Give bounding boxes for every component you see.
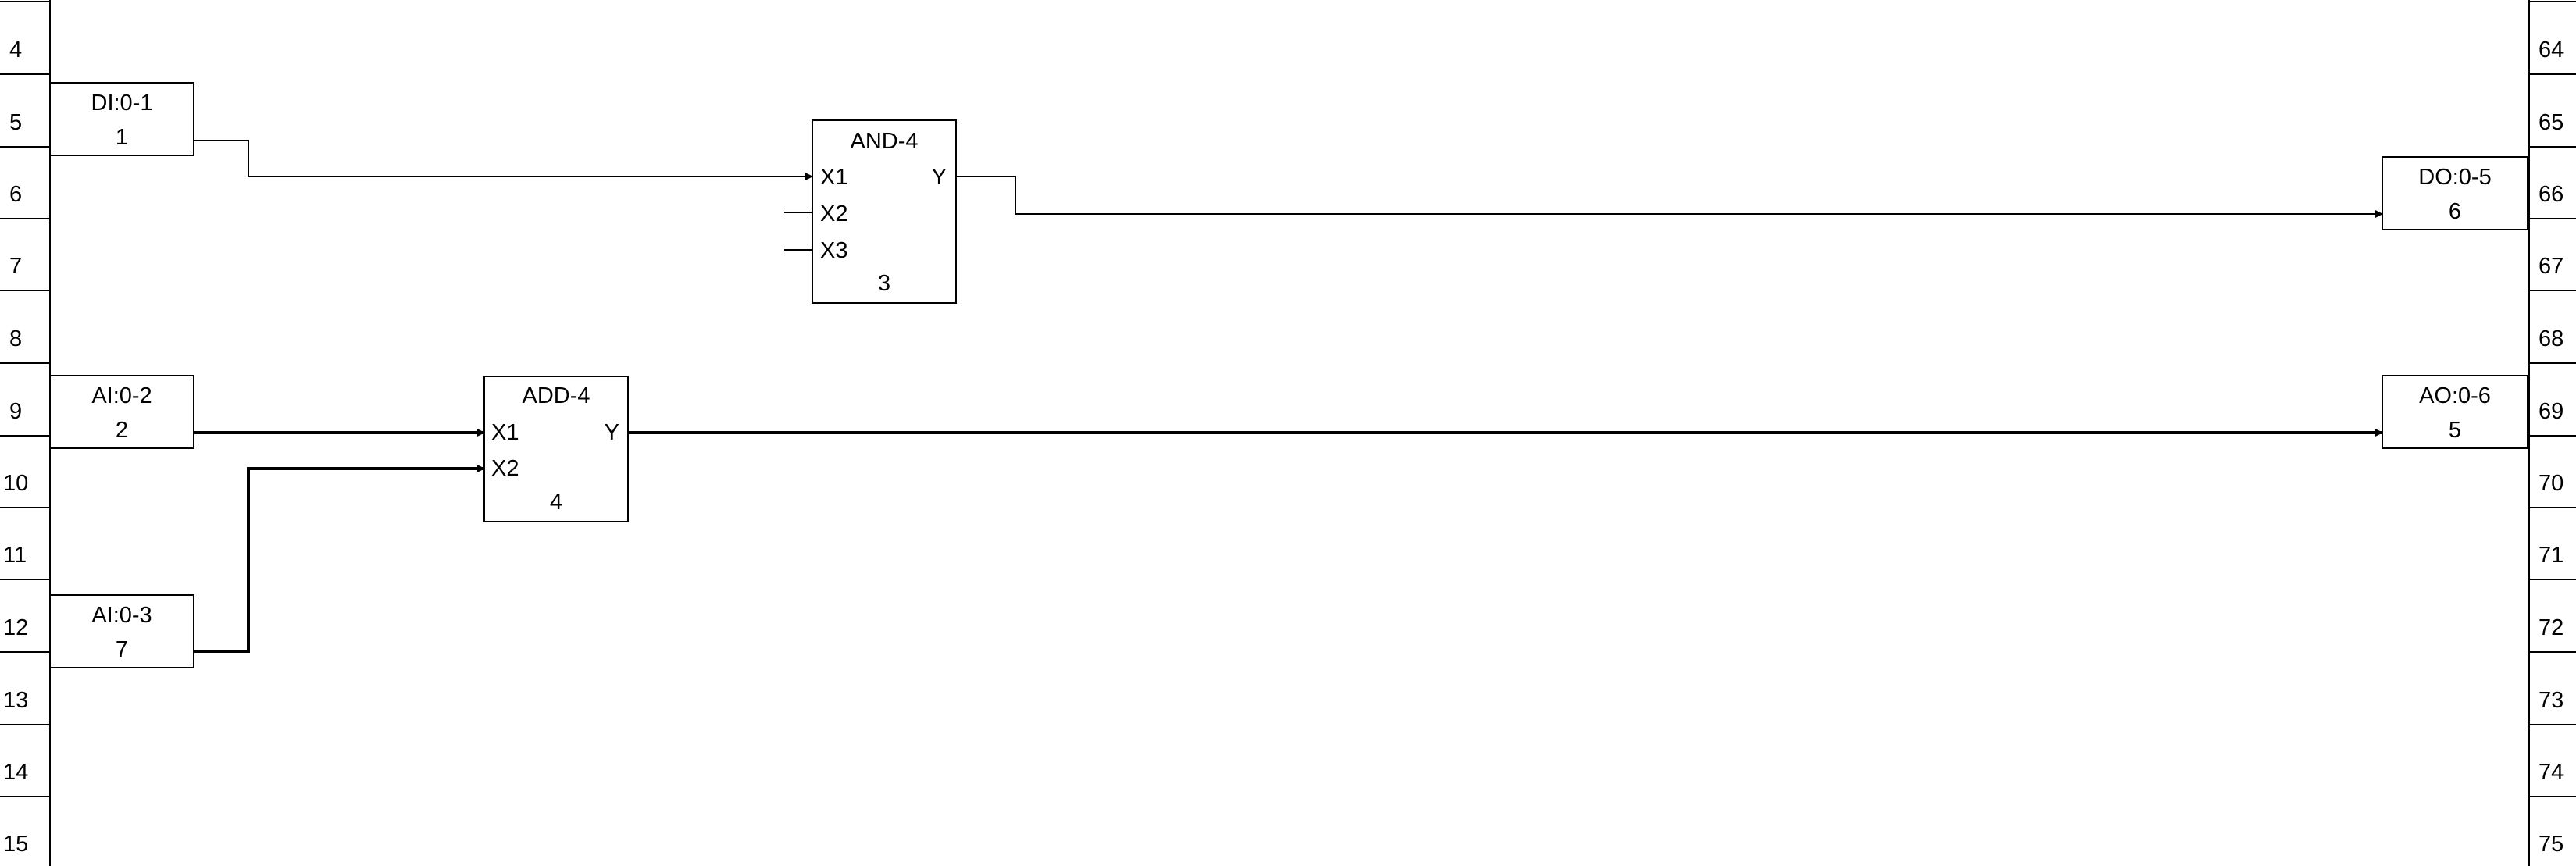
input-pin-label: X2: [820, 201, 847, 226]
row-number-right: 64: [2539, 37, 2564, 62]
row-number-right: 66: [2539, 182, 2564, 207]
block-title: ADD-4: [522, 383, 590, 408]
input-pin-label: X2: [491, 456, 519, 481]
output-tag-do-0-5[interactable]: DO:0-5 6: [2382, 156, 2528, 230]
block-number: 3: [878, 271, 890, 296]
tag-name: AO:0-6: [2419, 383, 2491, 408]
tag-number: 2: [116, 418, 128, 443]
block-number: 4: [550, 490, 562, 515]
row-number-left: 15: [3, 832, 28, 857]
row-number-left: 5: [9, 110, 22, 135]
row-number-right: 75: [2539, 832, 2564, 857]
tag-name: DI:0-1: [91, 91, 153, 116]
output-tag-ao-0-6[interactable]: AO:0-6 5: [2382, 375, 2528, 449]
left-row-rail: 4 5 6 7 8 9 10 11 12 13 14 15: [0, 0, 51, 866]
block-title: AND-4: [850, 129, 918, 154]
input-pin-label: X1: [491, 420, 519, 445]
row-number-left: 4: [9, 37, 22, 62]
tag-name: DO:0-5: [2418, 165, 2491, 190]
tag-number: 7: [116, 637, 128, 662]
input-tag-di-0-1[interactable]: DI:0-1 1: [49, 82, 194, 156]
and-4-block[interactable]: AND-4 X1 X2 X3 Y 3: [784, 119, 957, 304]
input-tag-ai-0-2[interactable]: AI:0-2 2: [49, 375, 194, 449]
row-number-left: 8: [9, 326, 22, 351]
tag-name: AI:0-2: [91, 383, 152, 408]
row-number-right: 65: [2539, 110, 2564, 135]
row-number-left: 12: [3, 615, 28, 640]
row-number-right: 68: [2539, 326, 2564, 351]
add-4-block[interactable]: ADD-4 X1 X2 Y 4: [483, 376, 629, 522]
row-number-right: 74: [2539, 760, 2564, 785]
row-number-right: 70: [2539, 471, 2564, 496]
tag-number: 5: [2449, 418, 2461, 443]
row-number-right: 67: [2539, 254, 2564, 279]
output-pin-label: Y: [932, 165, 947, 190]
input-pin-label: X3: [820, 238, 847, 263]
wire-ai-0-3-to-add-x2[interactable]: [194, 465, 485, 653]
row-number-left: 11: [3, 543, 27, 568]
tag-number: 1: [116, 125, 128, 150]
wire-and-y-to-do-0-5[interactable]: [956, 176, 2383, 218]
input-pin-label: X1: [820, 165, 847, 190]
row-number-right: 73: [2539, 688, 2564, 713]
row-number-right: 71: [2539, 543, 2564, 568]
row-number-left: 7: [9, 254, 22, 279]
row-number-left: 14: [3, 760, 28, 785]
tag-name: AI:0-3: [91, 603, 152, 628]
wire-di-0-1-to-and-x1[interactable]: [194, 140, 813, 180]
row-number-left: 6: [9, 182, 22, 207]
right-row-rail: 64 65 66 67 68 69 70 71 72 73 74 75: [2528, 0, 2576, 866]
row-number-left: 13: [3, 688, 28, 713]
output-pin-label: Y: [605, 420, 619, 445]
row-number-left: 9: [9, 399, 22, 424]
row-number-right: 69: [2539, 399, 2564, 424]
input-tag-ai-0-3[interactable]: AI:0-3 7: [49, 594, 194, 668]
tag-number: 6: [2449, 199, 2461, 224]
row-number-right: 72: [2539, 615, 2564, 640]
row-number-left: 10: [3, 471, 28, 496]
